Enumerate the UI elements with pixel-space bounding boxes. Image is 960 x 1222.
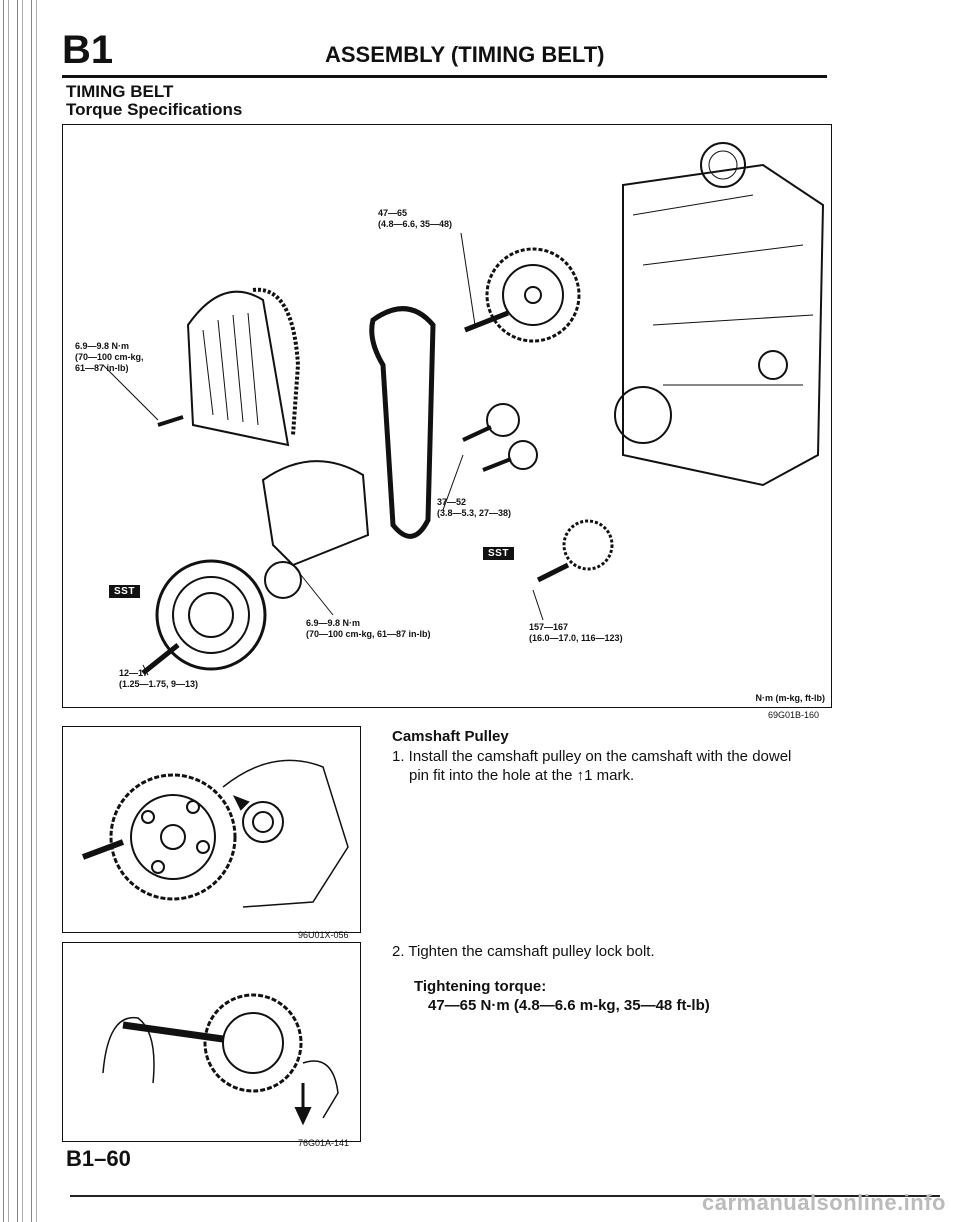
step-1: 1. Install the camshaft pulley on the ca… (392, 748, 792, 784)
section-code: B1 (62, 28, 114, 72)
label-tensioner-bolt-torque: 37—52 (3.8—5.3, 27—38) (437, 497, 512, 518)
wrench-drawing (102, 993, 339, 1126)
sst-badge-left: SST (109, 585, 140, 598)
section-subtitle: Torque Specifications (66, 100, 243, 119)
label-camshaft-bolt-torque: 47—65 (4.8—6.6, 35—48) (378, 208, 453, 229)
footer-rule (70, 1195, 940, 1197)
figure-id-main: 69G01B-160 (768, 710, 820, 720)
header-rule (62, 75, 827, 78)
figure-id-wrench: 76G01A-141 (298, 1138, 350, 1148)
exploded-view-drawing (102, 142, 825, 676)
label-pulley-bolt-torque: 12—17 (1.25—1.75, 9—13) (119, 668, 199, 689)
step-2: 2. Tighten the camshaft pulley lock bolt… (392, 943, 655, 960)
torque-label: Tightening torque: (414, 978, 547, 995)
lock-bolt-wrench-figure (62, 942, 361, 1142)
watermark: carmanualsonline.info (702, 1190, 946, 1215)
timing-belt-exploded-figure: 47—65 (4.8—6.6, 35—48) 6.9—9.8 N·m (70—1… (62, 124, 832, 708)
torque-value: 47—65 N·m (4.8—6.6 m-kg, 35—48 ft-lb) (428, 997, 710, 1014)
sst-badge-right: SST (483, 547, 514, 560)
camshaft-pulley-heading: Camshaft Pulley (392, 728, 509, 745)
label-upper-cover-bolt-torque: 6.9—9.8 N·m (70—100 cm-kg, 61—87 in-lb) (75, 341, 144, 373)
label-lower-cover-bolt-torque: 6.9—9.8 N·m (70—100 cm-kg, 61—87 in-lb) (306, 618, 431, 639)
section-heading: TIMING BELT Torque Specifications (66, 83, 242, 119)
camshaft-pulley-figure (62, 726, 361, 933)
section-title: TIMING BELT (66, 82, 174, 101)
binding-edge (0, 0, 40, 1222)
page-title: ASSEMBLY (TIMING BELT) (325, 42, 605, 67)
tightening-torque: Tightening torque: 47—65 N·m (4.8—6.6 m-… (414, 977, 710, 1015)
label-crank-bolt-torque: 157—167 (16.0—17.0, 116—123) (529, 622, 623, 643)
figure-id-cam: 96U01X-056 (298, 930, 349, 940)
units-legend: N·m (m-kg, ft-lb) (755, 693, 826, 703)
camshaft-pulley-drawing (81, 759, 349, 908)
page-number: B1–60 (66, 1146, 131, 1171)
